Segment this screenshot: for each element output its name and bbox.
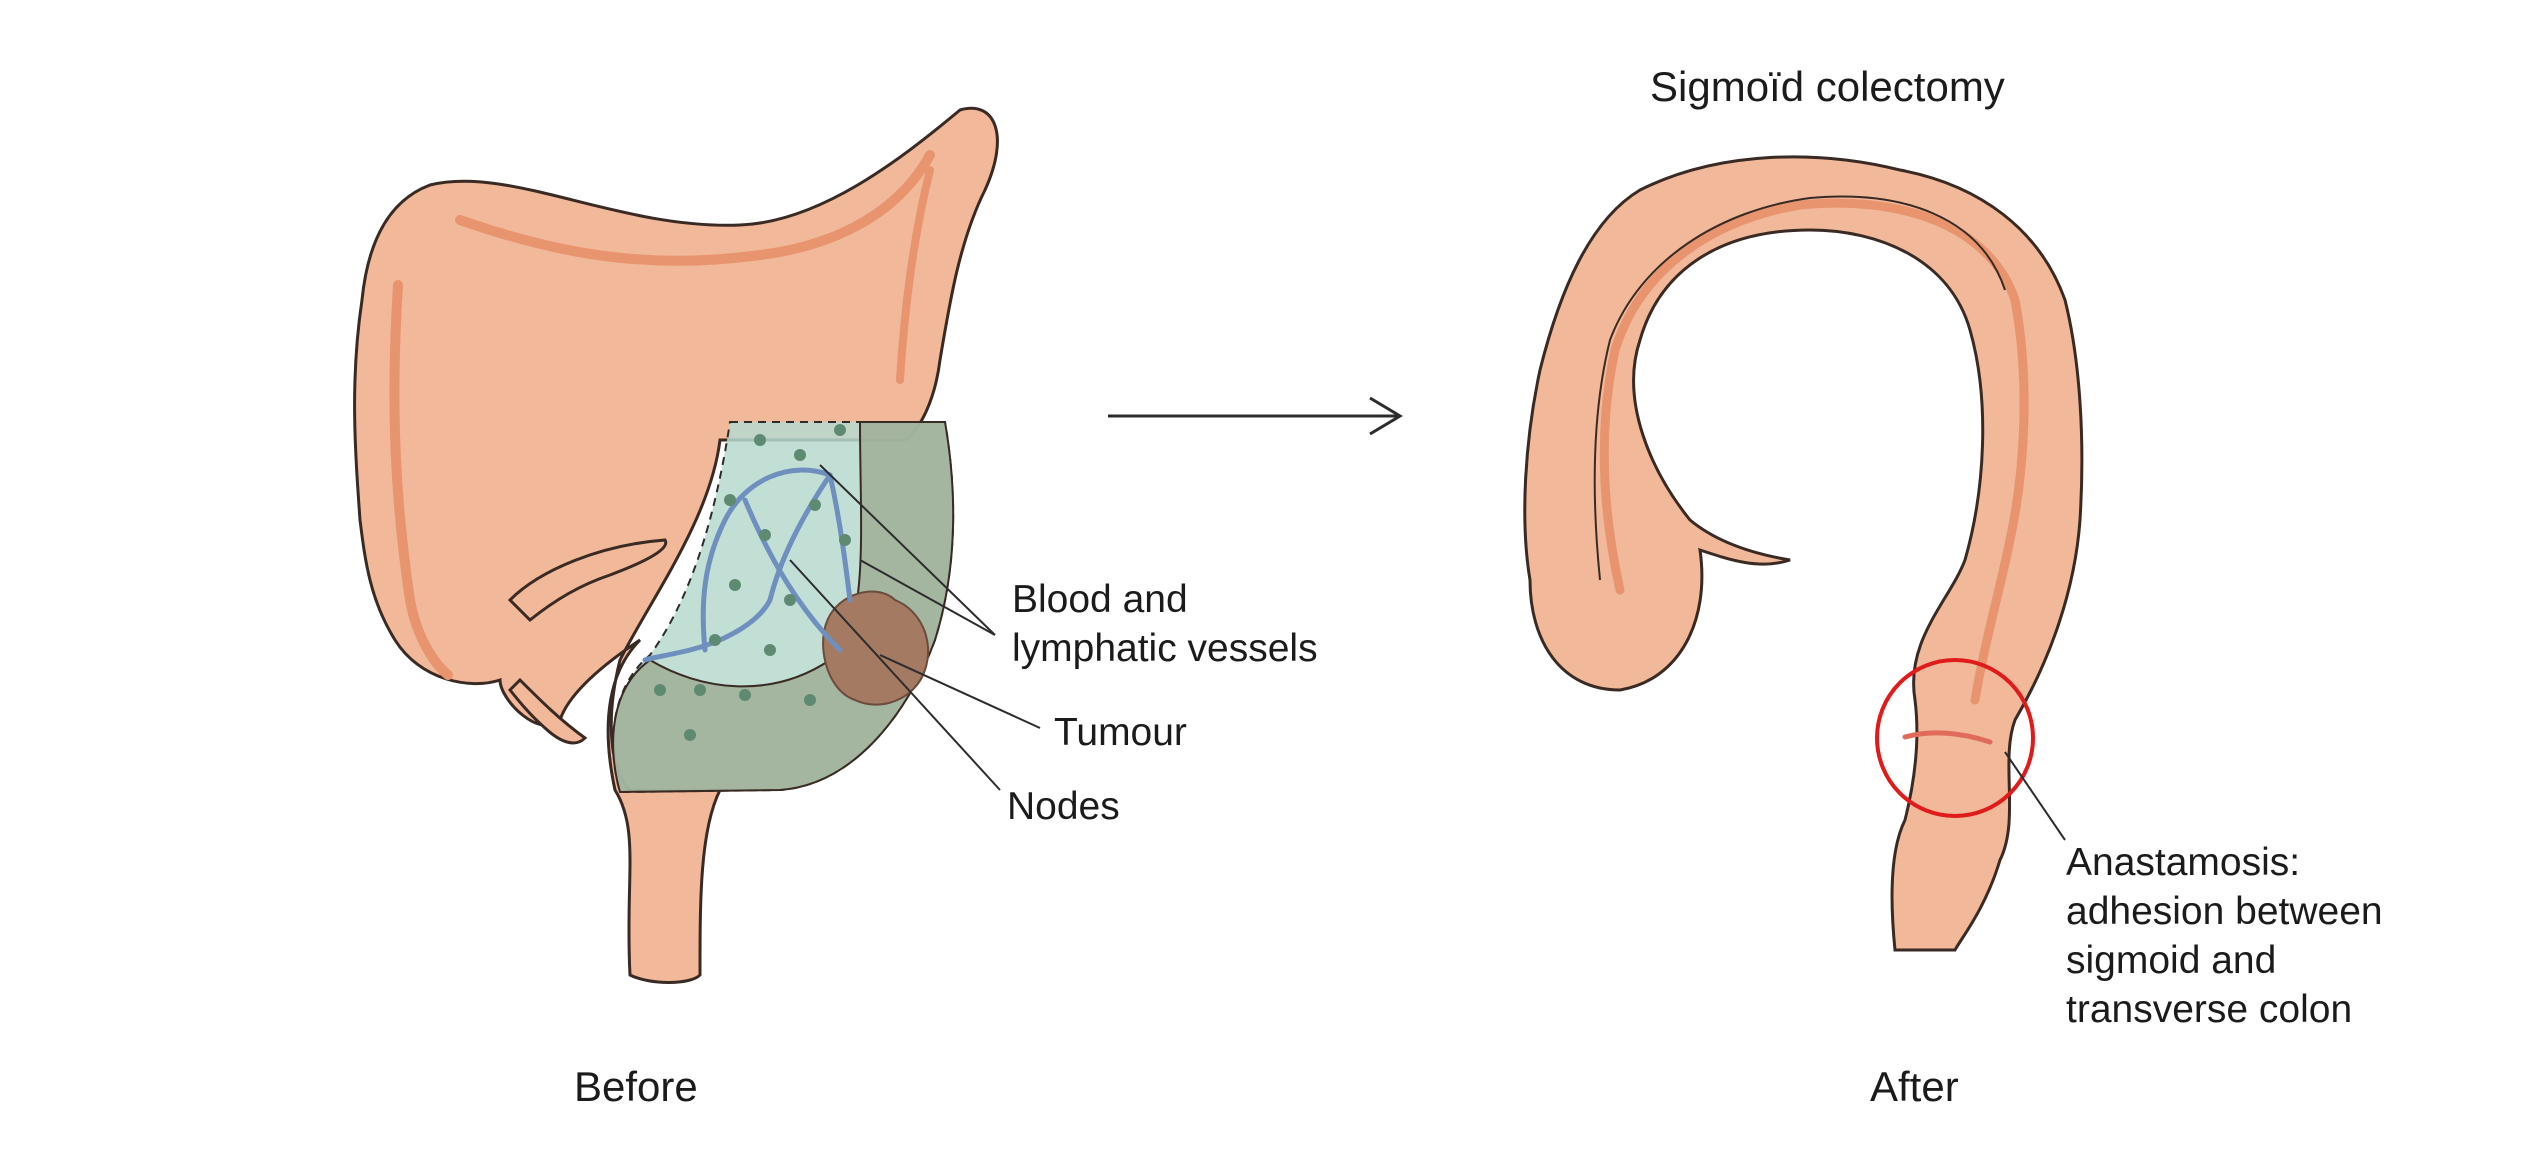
lymph-node-dot <box>724 494 736 506</box>
after-anastomosis-seam <box>1902 730 1993 745</box>
label-nodes: Nodes <box>1007 785 1120 828</box>
before-connector-lines <box>789 464 1041 791</box>
after-colon-body <box>1523 155 2084 952</box>
anastomosis-circle <box>1875 658 2035 818</box>
tumour-mass <box>822 590 930 706</box>
lymph-node-dot <box>784 594 796 606</box>
lymph-node-dot <box>804 694 816 706</box>
lymph-node-dot <box>794 449 806 461</box>
lymph-node-dot <box>654 684 666 696</box>
before-colon-stripe-transverse <box>455 150 935 266</box>
label-anastomosis: Anastamosis: adhesion between sigmoid an… <box>2066 841 2383 1031</box>
before-colon-stripe-descending <box>896 166 934 384</box>
after-colon <box>1523 155 2084 952</box>
lymph-node-dot <box>729 579 741 591</box>
lymph-node-dot <box>764 644 776 656</box>
lymph-node-dot <box>754 434 766 446</box>
lymph-node-dot <box>694 684 706 696</box>
before-appendix <box>507 538 668 623</box>
label-vessels: Blood and lymphatic vessels <box>1012 578 1318 670</box>
lymph-node-dot <box>809 499 821 511</box>
lymph-node-dot <box>839 534 851 546</box>
lymph-node-dot <box>834 424 846 436</box>
lymph-node-dot <box>739 689 751 701</box>
after-colon-inner-line <box>1593 195 2006 581</box>
before-colon <box>353 106 999 984</box>
before-colon-body <box>353 106 999 984</box>
lymph-node-dot <box>684 729 696 741</box>
blood-vessels <box>642 467 853 663</box>
lymph-nodes <box>654 424 851 741</box>
transition-arrow <box>1108 396 1403 436</box>
after-colon-stripe <box>1599 198 2029 705</box>
before-colon-stripe-ascending <box>389 280 453 680</box>
label-tumour: Tumour <box>1054 711 1187 754</box>
anastomosis-connector-line <box>2004 751 2066 841</box>
caption-after: After <box>1870 1063 1959 1110</box>
lymph-node-dot <box>759 529 771 541</box>
before-cecum-tail <box>507 677 588 745</box>
caption-before: Before <box>574 1063 698 1110</box>
lymph-node-dot <box>709 634 721 646</box>
diagram-title: Sigmoïd colectomy <box>1650 63 2005 110</box>
